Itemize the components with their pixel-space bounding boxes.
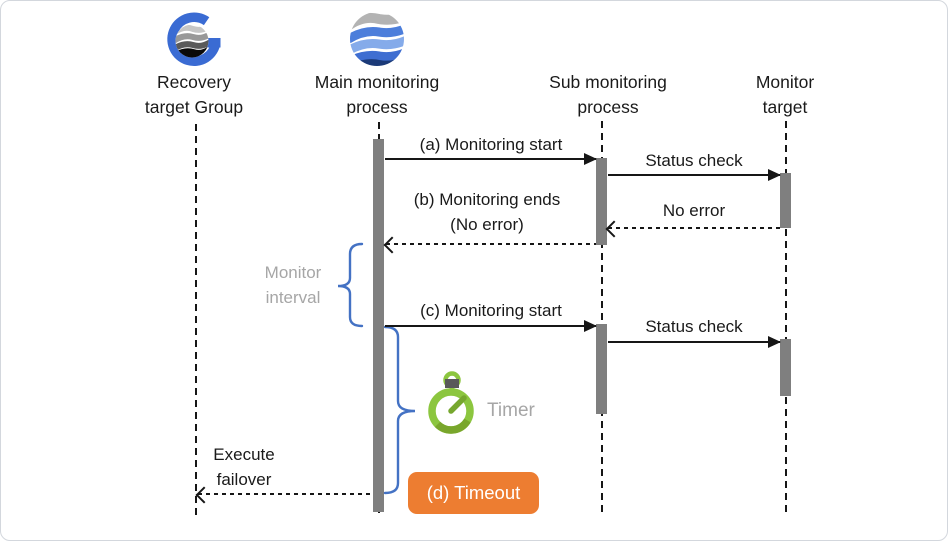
monitor-interval-label: Monitor interval	[239, 260, 347, 310]
lifeline-recovery-target-group	[195, 124, 197, 515]
message-label-b-monitoring-ends: (b) Monitoring ends (No error)	[378, 187, 596, 237]
arrow-status-check-2	[608, 336, 781, 348]
participant-title-line: Sub monitoring	[549, 72, 667, 92]
arrow-execute-failover	[195, 486, 373, 504]
message-label-no-error: No error	[608, 198, 780, 223]
participant-title-line: Main monitoring	[314, 72, 440, 92]
arrow-c-monitoring-start	[385, 320, 597, 332]
filled-arrowhead-icon	[584, 320, 597, 332]
timer-label: Timer	[487, 400, 535, 422]
filled-arrowhead-icon	[768, 169, 781, 181]
participant-title-line: target	[762, 97, 808, 117]
message-text: Execute	[213, 445, 275, 464]
annotation-text: Monitor	[264, 263, 322, 282]
participant-title-recovery-target-group: Recovery target Group	[104, 70, 284, 120]
participant-title-line: target Group	[144, 97, 244, 117]
activation-bar-sub-1	[596, 158, 607, 245]
filled-arrowhead-icon	[768, 336, 781, 348]
participant-title-line: process	[577, 97, 639, 117]
activation-bar-target-1	[780, 173, 791, 228]
timer-brace	[383, 325, 416, 495]
arrow-status-check-1	[608, 169, 781, 181]
arrow-b-monitoring-ends	[383, 236, 596, 254]
message-text: Status check	[645, 317, 743, 336]
message-label-execute-failover: Execute failover	[194, 442, 294, 492]
timer-icon	[423, 367, 481, 441]
annotation-text: interval	[265, 288, 321, 307]
arrow-no-error	[605, 220, 780, 238]
annotation-text: Timer	[487, 400, 535, 421]
message-label-status-check-2: Status check	[608, 314, 780, 339]
activation-bar-target-2	[780, 339, 791, 396]
open-arrowhead-icon	[605, 220, 623, 238]
participant-title-line: process	[346, 97, 408, 117]
message-text: (b) Monitoring ends	[413, 190, 561, 209]
message-text: (c) Monitoring start	[420, 301, 562, 320]
timeout-badge-text: (d) Timeout	[426, 482, 521, 503]
cluster-waves-logo-icon	[349, 11, 405, 67]
filled-arrowhead-icon	[584, 153, 597, 165]
message-text: Status check	[645, 151, 743, 170]
participant-title-monitor-target: Monitor target	[710, 70, 860, 120]
participant-title-line: Monitor	[755, 72, 815, 92]
arrow-a-monitoring-start	[385, 153, 597, 165]
open-arrowhead-icon	[383, 236, 401, 254]
message-text: failover	[216, 470, 272, 489]
message-label-a-monitoring-start: (a) Monitoring start	[385, 132, 597, 157]
participant-title-sub-monitoring-process: Sub monitoring process	[518, 70, 698, 120]
timeout-badge: (d) Timeout	[408, 472, 539, 514]
lifeline-sub-monitoring-process	[601, 121, 603, 515]
participant-title-line: Recovery	[157, 72, 231, 92]
activation-bar-main	[373, 139, 384, 512]
activation-bar-sub-2	[596, 324, 607, 414]
message-label-status-check-1: Status check	[608, 148, 780, 173]
recovery-group-logo-icon	[166, 11, 222, 67]
lifeline-monitor-target	[785, 121, 787, 515]
message-label-c-monitoring-start: (c) Monitoring start	[385, 298, 597, 323]
participant-title-main-monitoring-process: Main monitoring process	[287, 70, 467, 120]
message-text: No error	[662, 201, 726, 220]
message-text: (No error)	[450, 215, 524, 234]
message-text: (a) Monitoring start	[419, 135, 563, 154]
